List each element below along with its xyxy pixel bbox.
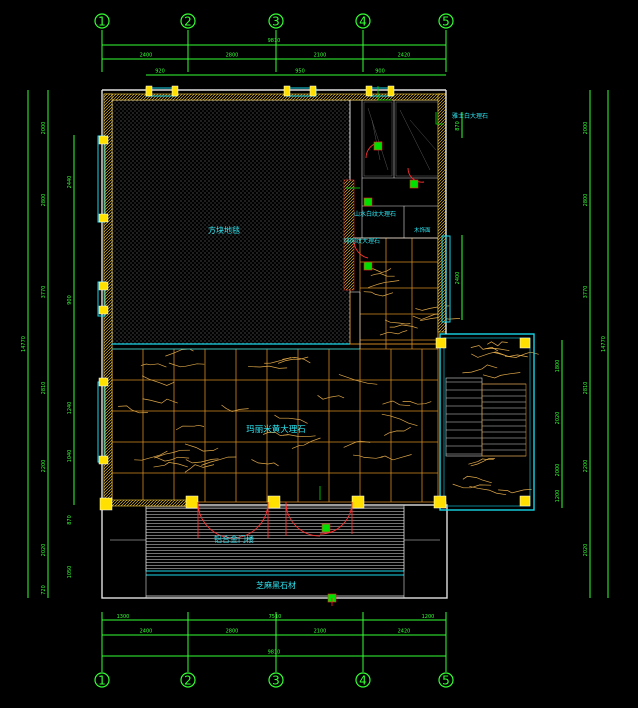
grid-bubble-bottom-4: 4: [359, 674, 367, 688]
dim-bottom-seg-3: 2100: [314, 629, 327, 635]
dim-top-open-1: 920: [155, 69, 165, 75]
dim-right-outer-1: 2000: [583, 122, 589, 135]
dim-top-total: 9810: [268, 38, 281, 44]
grid-bubble-top-3: 3: [272, 15, 280, 29]
grid-bubble-top-4: 4: [359, 15, 367, 29]
stone-label-3: 啡网纹大理石: [344, 237, 380, 245]
dim-right-small-2: 2400: [455, 272, 461, 285]
dim-left-inner-4: 1040: [67, 450, 73, 463]
dim-bottom-seg-1: 2400: [140, 629, 153, 635]
dim-right-inner-2: 2020: [555, 412, 561, 425]
service-core: [343, 99, 441, 291]
steps-label: 芝麻黑石材: [256, 580, 296, 590]
dimension-left: 14770 2000 2800 3770 2810 2200 2020 720 …: [21, 90, 75, 598]
dim-left-outer-4: 2810: [41, 382, 47, 395]
dim-left-outer-1: 2000: [41, 122, 47, 135]
dim-top-seg-1: 2400: [140, 53, 153, 59]
dim-left-inner-2: 900: [67, 295, 73, 305]
dim-right-outer-3: 3770: [583, 286, 589, 299]
dim-right-total: 14770: [601, 336, 607, 352]
room-labels: 方块地毯 玛丽米黄大理石 铝合金门楼 芝麻黑石材 雅士白大理石 山水白纹大理石 …: [208, 112, 488, 590]
dim-left-outer-6: 2020: [41, 544, 47, 557]
dimension-right: 14770 2000 2800 3770 2810 2200 2020 1800…: [455, 90, 609, 598]
fixtures: [319, 86, 444, 606]
grid-bubble-bottom-3: 3: [272, 674, 280, 688]
dim-top-seg-3: 2100: [314, 53, 327, 59]
stone-label-2: 山水白纹大理石: [354, 210, 396, 218]
dim-left-inner-6: 1050: [67, 566, 73, 579]
small-label: 木饰面: [414, 226, 431, 234]
entrance-steps: [101, 504, 448, 599]
dim-right-outer-2: 2800: [583, 194, 589, 207]
dim-top-open-2: 950: [295, 69, 305, 75]
dim-left-inner-1: 2440: [67, 176, 73, 189]
dim-top-seg-2: 2800: [226, 53, 239, 59]
carpet-area: [111, 99, 351, 345]
dim-right-outer-5: 2200: [583, 460, 589, 473]
dim-bottom-overall-3: 1200: [422, 614, 435, 620]
marble-area: [111, 237, 539, 503]
dim-left-outer-5: 2200: [41, 460, 47, 473]
dim-left-inner-5: 870: [67, 515, 73, 525]
stone-label-1: 雅士白大理石: [452, 112, 488, 120]
dim-bottom-seg-2: 2800: [226, 629, 239, 635]
dimension-top: 9810 2400 2800 2100 2420 920 950 900: [102, 38, 446, 76]
dim-right-inner-3: 2000: [555, 464, 561, 477]
entrance-label: 铝合金门楼: [214, 534, 254, 544]
dim-right-inner-4: 1200: [555, 490, 561, 503]
grid-bubble-top-5: 5: [442, 15, 450, 29]
dim-left-total: 14770: [21, 336, 27, 352]
dim-bottom-overall-2: 7510: [269, 614, 282, 620]
grid-bubble-bottom-5: 5: [442, 674, 450, 688]
marble-label: 玛丽米黄大理石: [246, 424, 306, 435]
dim-right-small-1: 870: [455, 121, 461, 131]
doors: [197, 141, 425, 539]
dim-bottom-overall-1: 1300: [117, 614, 130, 620]
dim-top-seg-4: 2420: [398, 53, 411, 59]
dimension-bottom: 1300 7510 1200 2400 2800 2100 2420 9810: [102, 614, 446, 657]
grid-bubble-top-2: 2: [184, 15, 192, 29]
dim-top-open-3: 900: [375, 69, 385, 75]
columns: [98, 85, 531, 511]
dim-bottom-total: 9810: [268, 650, 281, 656]
grid-bubble-bottom-1: 1: [98, 674, 106, 688]
dim-left-inner-3: 1240: [67, 402, 73, 415]
grid-axis-bottom: 1 2 3 4 5: [94, 612, 454, 688]
dim-left-outer-7: 720: [41, 585, 47, 595]
dim-right-inner-1: 1800: [555, 360, 561, 373]
stair-room: [439, 333, 535, 511]
carpet-label: 方块地毯: [208, 225, 240, 235]
grid-axis-top: 1 2 3 4 5: [94, 13, 454, 72]
dim-bottom-seg-4: 2420: [398, 629, 411, 635]
dim-right-outer-6: 2020: [583, 544, 589, 557]
grid-bubble-top-1: 1: [98, 15, 106, 29]
dim-right-outer-4: 2810: [583, 382, 589, 395]
grid-bubble-bottom-2: 2: [184, 674, 192, 688]
dim-left-outer-2: 2800: [41, 194, 47, 207]
dim-left-outer-3: 3770: [41, 286, 47, 299]
